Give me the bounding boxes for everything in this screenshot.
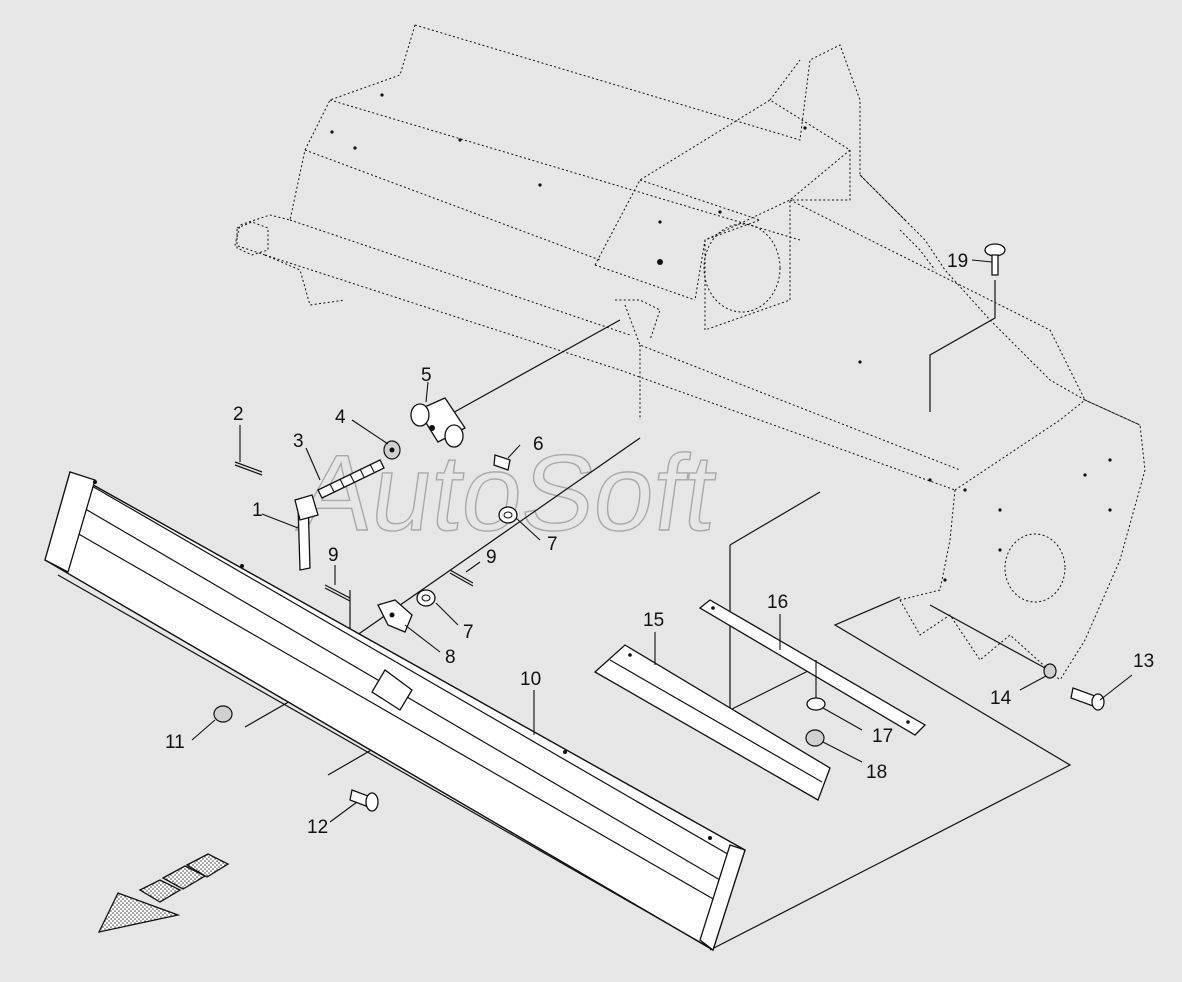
bolt-axis-line bbox=[929, 604, 1046, 669]
callout-12: 12 bbox=[307, 817, 328, 838]
part-threaded-rod bbox=[317, 459, 385, 499]
callout-8: 8 bbox=[445, 647, 456, 668]
callout-9a: 9 bbox=[328, 545, 339, 566]
part-washer-7b bbox=[416, 589, 436, 607]
callout-7b: 7 bbox=[463, 622, 474, 643]
callout-leaders bbox=[191, 259, 1133, 823]
callout-18: 18 bbox=[866, 762, 887, 783]
part-nut-11 bbox=[213, 705, 233, 723]
part-washer-7a bbox=[498, 506, 518, 524]
part-bolt-12 bbox=[349, 789, 379, 812]
callout-9b: 9 bbox=[486, 547, 497, 568]
part-strip-15 bbox=[593, 644, 831, 801]
callout-10: 10 bbox=[520, 669, 541, 690]
part-nut-18 bbox=[805, 729, 825, 747]
part-washer-4 bbox=[383, 440, 401, 460]
part-washer-17 bbox=[806, 697, 826, 711]
part-bolt-19 bbox=[984, 243, 1006, 276]
part-cotter-pin-9b bbox=[449, 569, 474, 587]
callout-1: 1 bbox=[252, 500, 263, 521]
callout-14: 14 bbox=[990, 688, 1012, 709]
part-clip bbox=[371, 669, 413, 711]
callout-2: 2 bbox=[233, 404, 244, 425]
part-strip-16 bbox=[698, 599, 927, 736]
part-bolt-6 bbox=[493, 454, 511, 471]
callout-labels: 1 2 3 4 5 6 7 7 8 9 9 10 11 12 13 14 15 … bbox=[165, 251, 1154, 838]
callout-7a: 7 bbox=[547, 534, 558, 555]
watermark-text: AutoSoft bbox=[292, 432, 723, 552]
callout-15: 15 bbox=[643, 610, 664, 631]
callout-6: 6 bbox=[533, 434, 544, 455]
part-tube bbox=[410, 397, 466, 448]
direction-arrow bbox=[97, 853, 230, 933]
callout-11: 11 bbox=[165, 732, 185, 753]
callout-13: 13 bbox=[1133, 651, 1154, 672]
callout-16: 16 bbox=[767, 592, 788, 613]
part-bracket-8 bbox=[377, 599, 413, 633]
callout-4: 4 bbox=[335, 407, 346, 428]
callout-19: 19 bbox=[947, 251, 968, 272]
mower-frame bbox=[234, 24, 1146, 681]
callout-17: 17 bbox=[872, 726, 893, 747]
callout-3: 3 bbox=[293, 431, 304, 452]
part-clevis-pin bbox=[294, 494, 319, 571]
part-washer-14 bbox=[1043, 663, 1057, 679]
part-deflector-bar bbox=[44, 471, 746, 952]
part-cotter-pin-9a bbox=[324, 584, 351, 602]
callout-5: 5 bbox=[421, 365, 432, 386]
part-bolt-13 bbox=[1070, 687, 1105, 711]
part-cotter-pin-2 bbox=[234, 461, 263, 476]
